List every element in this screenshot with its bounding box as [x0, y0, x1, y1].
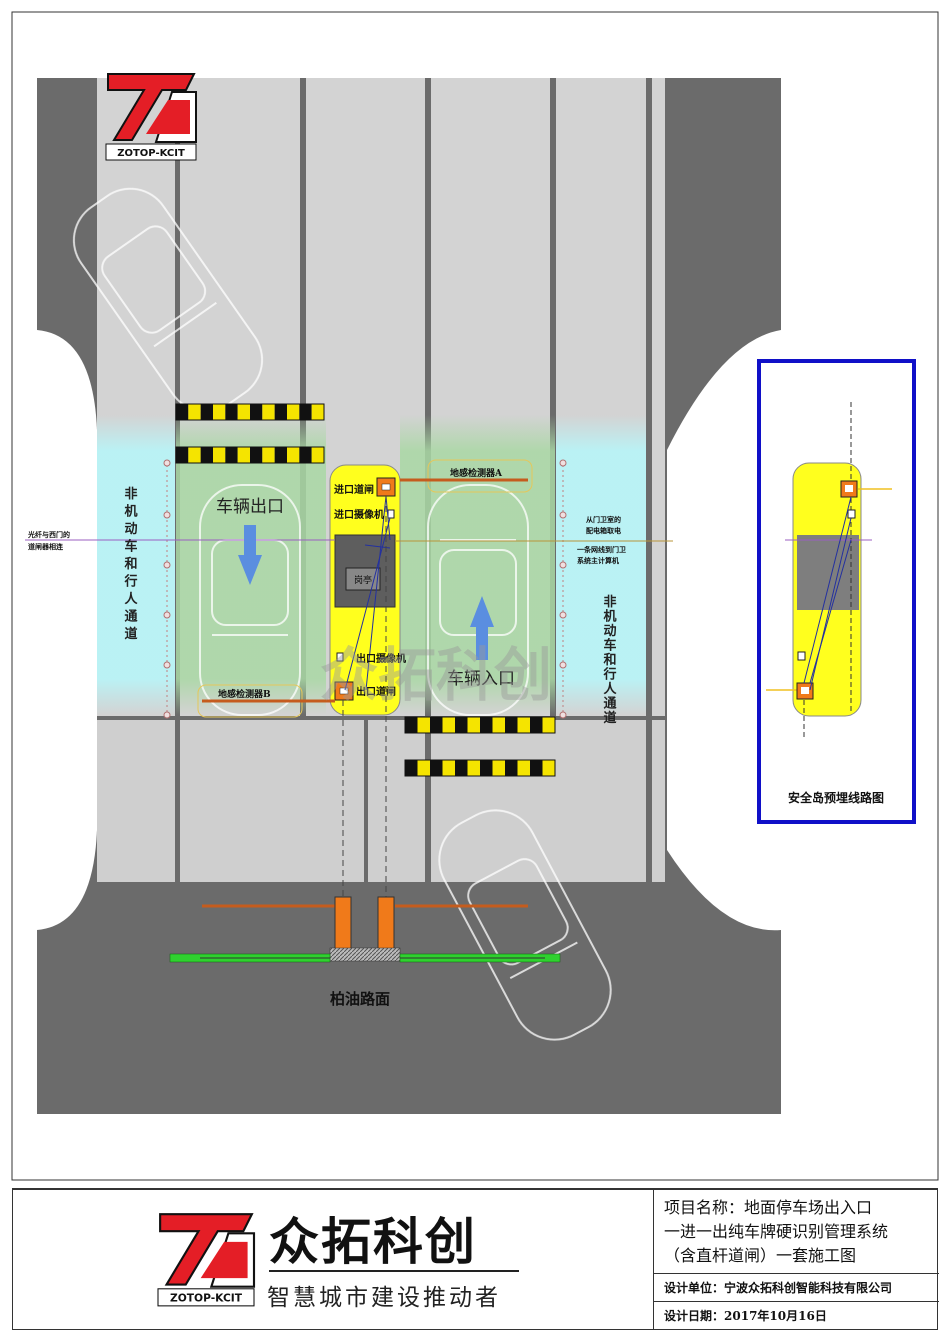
footer-logo: ZOTOP-KCIT [157, 1213, 256, 1307]
footer-slogan: 智慧城市建设推动者 [267, 1285, 501, 1311]
channel-char: 道 [124, 626, 137, 642]
project-line-2: 一进一出纯车牌硬识别管理系统 [664, 1222, 889, 1241]
exit-camera-label: 出口摄像机 [356, 652, 406, 665]
left-cable-note-1: 光纤与西门的 [27, 530, 70, 539]
entry-arrow [470, 596, 494, 660]
footer-info: 项目名称：地面停车场出入口 一进一出纯车牌硬识别管理系统 （含直杆道闸）一套施工… [653, 1190, 939, 1329]
inset-title: 安全岛预埋线路图 [788, 790, 884, 805]
channel-char: 通 [603, 696, 616, 712]
entry-gate-label: 进口道闸 [334, 483, 374, 496]
exit-barrier-post [334, 896, 352, 950]
channel-char: 道 [603, 710, 616, 726]
speed-bump [404, 716, 556, 734]
right-pedestrian-zone [556, 415, 646, 715]
exit-arrow [238, 525, 262, 585]
footer-brand-name: 众拓科创 [269, 1213, 477, 1271]
exit-lane-label: 车辆出口 [216, 497, 284, 517]
gate-guide-lines [342, 496, 387, 905]
loop-detector-a: 地感检测器A [400, 459, 533, 493]
channel-char: 行 [123, 574, 137, 590]
bollards [163, 459, 567, 719]
company-label: 设计单位： [664, 1281, 725, 1295]
speed-bump [175, 403, 325, 421]
network-note-2: 系统主计算机 [577, 556, 619, 565]
power-note-2: 配电箱取电 [586, 526, 621, 535]
title-block: ZOTOP-KCIT 众拓科创 智慧城市建设推动者 项目名称：地面停车场出入口 … [12, 1188, 939, 1330]
booth-label: 岗亭 [354, 574, 372, 586]
header-logo-text: ZOTOP-KCIT [117, 148, 185, 159]
left-cable-note-2: 道闸器相连 [28, 542, 64, 551]
channel-char: 非 [124, 486, 137, 502]
project-label: 项目名称： [664, 1198, 745, 1217]
speed-bump [404, 759, 556, 777]
header-logo: ZOTOP-KCIT [105, 73, 197, 161]
channel-char: 机 [603, 609, 616, 625]
project-line-1: 地面停车场出入口 [744, 1198, 873, 1217]
channel-char: 动 [603, 624, 616, 639]
channel-char: 人 [124, 591, 138, 607]
company-name: 宁波众拓科创智能科技有限公司 [724, 1281, 893, 1295]
entry-camera-label: 进口摄像机 [334, 508, 384, 521]
company-row: 设计单位：宁波众拓科创智能科技有限公司 [654, 1274, 939, 1302]
channel-char: 机 [124, 504, 137, 520]
loop-detector-b: 地感检测器B [197, 684, 335, 718]
date-label: 设计日期： [664, 1309, 725, 1323]
entry-camera-device [387, 509, 395, 519]
channel-char: 动 [124, 522, 137, 537]
loop-a-label: 地感检测器A [450, 467, 503, 479]
road-surface-label: 柏油路面 [330, 990, 390, 1008]
footer-brand-area: ZOTOP-KCIT 众拓科创 智慧城市建设推动者 [13, 1190, 653, 1329]
footer-logo-text: ZOTOP-KCIT [170, 1292, 243, 1305]
project-title-cell: 项目名称：地面停车场出入口 一进一出纯车牌硬识别管理系统 （含直杆道闸）一套施工… [654, 1190, 939, 1274]
entry-lane-label: 车辆入口 [447, 669, 515, 689]
channel-char: 行 [602, 667, 616, 683]
entry-lane-zone [400, 415, 555, 715]
entry-barrier-post [377, 896, 395, 950]
channel-char: 非 [603, 594, 616, 610]
project-line-3: （含直杆道闸）一套施工图 [664, 1246, 857, 1265]
left-pedestrian-zone [97, 415, 175, 715]
speed-bump [175, 446, 325, 464]
network-note-1: 一条网线到门卫 [577, 545, 626, 554]
watermark-text: 众拓科创 [320, 641, 552, 709]
date-row: 设计日期：2017年10月16日 [654, 1302, 939, 1330]
design-date: 2017年10月16日 [724, 1309, 827, 1323]
channel-char: 车 [603, 638, 616, 654]
channel-char: 车 [124, 539, 137, 555]
loop-b-label: 地感检测器B [218, 688, 271, 700]
inset-panel: 安全岛预埋线路图 [757, 359, 916, 824]
exit-camera-device [336, 652, 344, 662]
speed-bumps [175, 403, 556, 777]
channel-char: 和 [603, 652, 616, 668]
footer-brand-rule [269, 1270, 519, 1272]
power-note-1: 从门卫室的 [586, 515, 621, 524]
channel-char: 人 [603, 681, 617, 697]
channel-char: 和 [124, 556, 137, 572]
channel-char: 通 [124, 609, 137, 625]
barrier-gates [169, 896, 561, 963]
